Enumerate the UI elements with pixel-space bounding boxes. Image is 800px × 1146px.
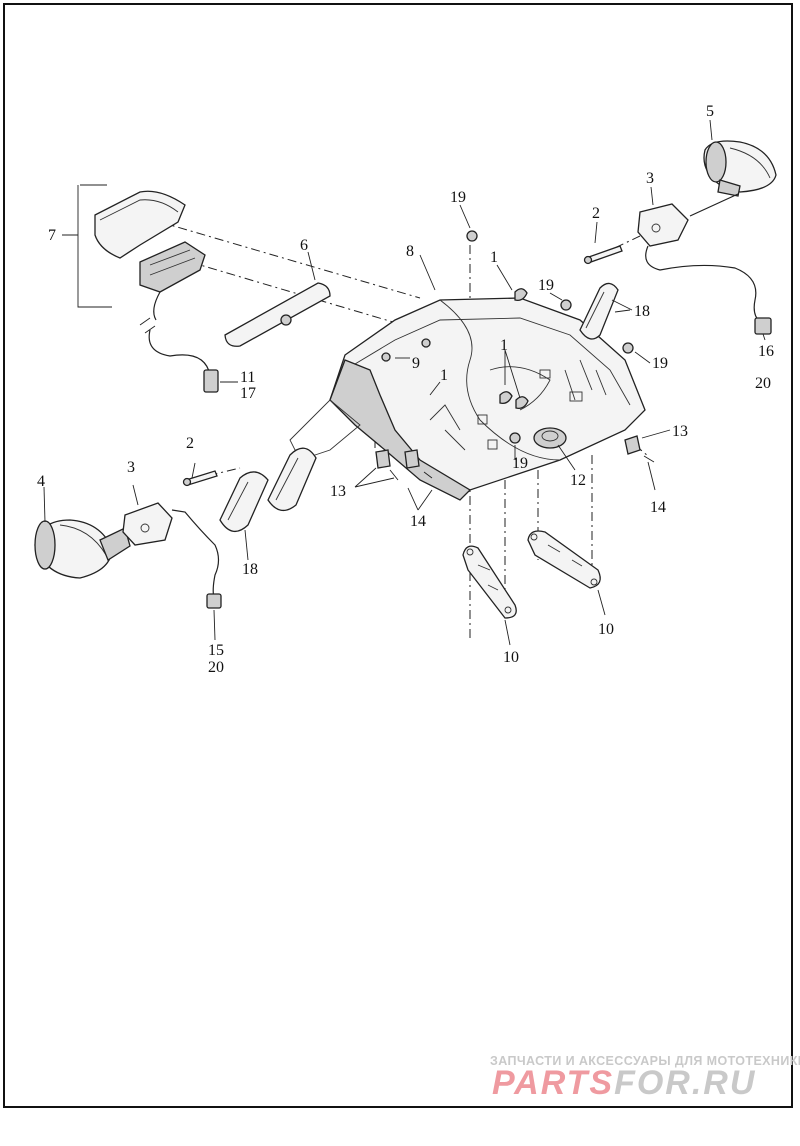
callout-2-left: 2	[186, 435, 194, 452]
callout-14-left: 14	[410, 513, 426, 530]
callout-19-right: 19	[652, 355, 668, 372]
callout-18-right: 18	[634, 303, 650, 320]
callout-18-left: 18	[242, 561, 258, 578]
callout-3-right: 3	[646, 170, 654, 187]
callout-8: 8	[406, 243, 414, 260]
left-signal-mount	[122, 502, 222, 609]
callout-1-center: 1	[500, 337, 508, 354]
callout-1-top: 1	[490, 249, 498, 266]
callout-13-right: 13	[672, 423, 688, 440]
callout-6: 6	[300, 237, 308, 254]
lower-brackets	[462, 530, 601, 619]
reflectors	[219, 282, 619, 532]
fender-bracket	[289, 297, 646, 501]
support-bar	[224, 282, 331, 347]
diagram-frame	[3, 3, 793, 1108]
callout-19-bottom: 19	[512, 455, 528, 472]
callout-13-left: 13	[330, 483, 346, 500]
callout-9: 9	[412, 355, 420, 372]
leader-lines	[43, 119, 766, 646]
callout-17: 17	[240, 385, 256, 402]
callout-11: 11	[240, 369, 255, 386]
callout-15: 15	[208, 642, 224, 659]
watermark-logo-left: PARTS	[492, 1064, 615, 1102]
callout-5: 5	[706, 103, 714, 120]
watermark-tagline: ЗАПЧАСТИ И АКСЕССУАРЫ ДЛЯ МОТОТЕХНИКИ	[490, 1054, 800, 1068]
watermark-logo: PARTSFOR.RU	[492, 1064, 756, 1103]
watermark-logo-right: FOR.RU	[614, 1064, 757, 1102]
callout-1-left: 1	[440, 367, 448, 384]
left-turn-signal	[34, 519, 131, 579]
callout-19-mid: 19	[538, 277, 554, 294]
callout-14-right: 14	[650, 499, 666, 516]
callout-labels: 5 3 2 19 1 19 18 19 1 8 7 6 9 1 16 20 11…	[37, 103, 774, 676]
callout-2-right: 2	[592, 205, 600, 222]
callout-16: 16	[758, 343, 774, 360]
callout-10-right: 10	[598, 621, 614, 638]
callout-3-left: 3	[127, 459, 135, 476]
callout-20-right: 20	[755, 375, 771, 392]
callout-4: 4	[37, 473, 45, 490]
callout-7: 7	[48, 227, 56, 244]
mount-pins	[182, 245, 623, 487]
right-turn-signal	[689, 140, 777, 217]
callout-19-top: 19	[450, 189, 466, 206]
right-signal-mount	[637, 203, 772, 335]
callout-10-left: 10	[503, 649, 519, 666]
tail-lamp-assembly	[62, 184, 219, 393]
callout-12: 12	[570, 472, 586, 489]
fasteners	[375, 230, 655, 481]
callout-20-left: 20	[208, 659, 224, 676]
